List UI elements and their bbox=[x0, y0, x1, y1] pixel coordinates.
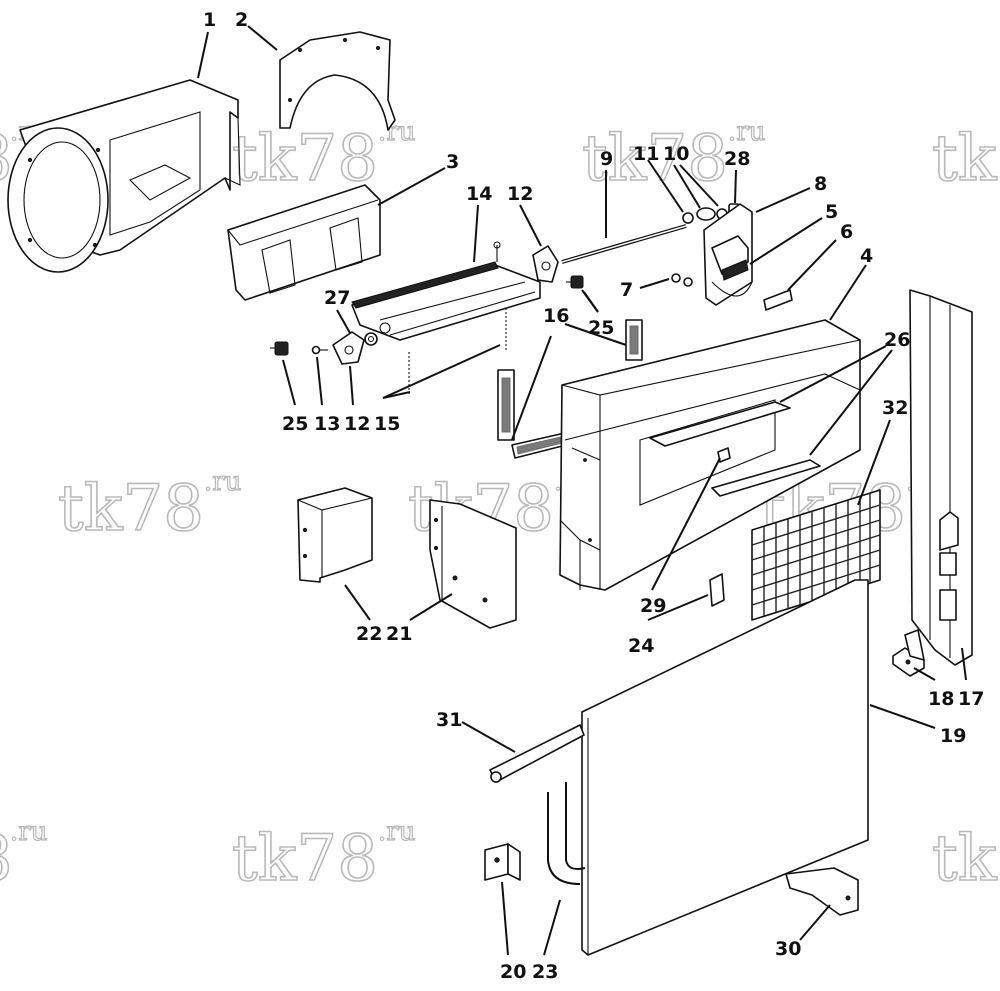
callout-25-lower: 25 bbox=[282, 413, 308, 435]
callout-25-upper: 25 bbox=[588, 317, 614, 339]
watermark-suffix: .ru bbox=[10, 817, 47, 847]
part-shaft bbox=[561, 224, 687, 264]
callout-12-upper: 12 bbox=[507, 183, 533, 205]
part-angle-bracket bbox=[892, 629, 925, 677]
part-handle bbox=[547, 782, 586, 885]
watermark-text: tk78 bbox=[232, 122, 378, 196]
callout-27: 27 bbox=[324, 287, 350, 309]
callout-21: 21 bbox=[386, 623, 412, 645]
callout-18: 18 bbox=[928, 688, 954, 710]
callout-11: 11 bbox=[633, 143, 659, 165]
callout-30: 30 bbox=[775, 938, 801, 960]
part-mount-bracket-right bbox=[429, 499, 517, 629]
part-foot-bracket bbox=[785, 867, 859, 916]
callout-14: 14 bbox=[466, 183, 492, 205]
callout-leaders bbox=[197, 25, 967, 956]
part-support-strip bbox=[489, 724, 585, 783]
watermark-text: tk78 bbox=[232, 822, 378, 896]
callout-12-lower: 12 bbox=[344, 413, 370, 435]
watermark-text: 8 bbox=[0, 822, 13, 896]
callout-15: 15 bbox=[374, 413, 400, 435]
part-bearing-flange-upper bbox=[532, 245, 559, 283]
part-knob-upper bbox=[566, 275, 584, 289]
watermark-suffix: .ru bbox=[378, 117, 415, 147]
part-springs bbox=[408, 308, 507, 396]
part-access-panel bbox=[581, 579, 869, 956]
part-blower-housing bbox=[7, 79, 241, 273]
part-knob-lower bbox=[270, 341, 289, 356]
callout-9: 9 bbox=[600, 148, 613, 170]
part-blower-cradle bbox=[227, 184, 381, 301]
part-damper-rail bbox=[351, 241, 541, 341]
callout-16: 16 bbox=[543, 305, 569, 327]
callout-26: 26 bbox=[884, 329, 910, 351]
watermark-suffix: .ru bbox=[204, 467, 241, 497]
callout-3: 3 bbox=[446, 151, 459, 173]
callout-5: 5 bbox=[825, 201, 838, 223]
part-mount-bracket-left bbox=[297, 487, 373, 583]
part-small-bracket bbox=[709, 573, 725, 607]
callout-28: 28 bbox=[724, 148, 750, 170]
callout-32: 32 bbox=[882, 397, 908, 419]
callout-20: 20 bbox=[500, 961, 526, 983]
callout-6: 6 bbox=[840, 221, 853, 243]
watermark-text: tk bbox=[932, 122, 998, 196]
callout-4: 4 bbox=[860, 245, 873, 267]
part-actuator-bracket bbox=[671, 203, 793, 311]
callout-10: 10 bbox=[663, 143, 689, 165]
callout-29: 29 bbox=[640, 595, 666, 617]
watermark-suffix: .ru bbox=[378, 817, 415, 847]
callout-2: 2 bbox=[235, 9, 248, 31]
part-mesh-grille bbox=[751, 489, 881, 621]
callout-7: 7 bbox=[620, 279, 633, 301]
part-screw bbox=[311, 345, 328, 355]
part-side-post bbox=[909, 289, 973, 666]
callout-17: 17 bbox=[958, 688, 984, 710]
callout-24: 24 bbox=[628, 635, 654, 657]
watermark-text: tk78 bbox=[58, 472, 204, 546]
callout-22: 22 bbox=[356, 623, 382, 645]
watermark-text: tk bbox=[932, 822, 998, 896]
part-damper-blades bbox=[649, 401, 821, 497]
callout-23: 23 bbox=[532, 961, 558, 983]
callout-1: 1 bbox=[203, 9, 216, 31]
callout-31: 31 bbox=[436, 709, 462, 731]
callout-19: 19 bbox=[940, 725, 966, 747]
callout-labels: 1 2 3 4 5 6 7 8 9 10 11 12 12 13 14 15 1… bbox=[203, 9, 984, 983]
watermark-suffix: .ru bbox=[728, 117, 765, 147]
callout-8: 8 bbox=[814, 173, 827, 195]
part-side-plate bbox=[279, 31, 396, 131]
part-washer bbox=[364, 332, 378, 346]
callout-13: 13 bbox=[314, 413, 340, 435]
part-corner-clip bbox=[484, 843, 521, 881]
part-bearing-flange-lower bbox=[332, 331, 365, 365]
